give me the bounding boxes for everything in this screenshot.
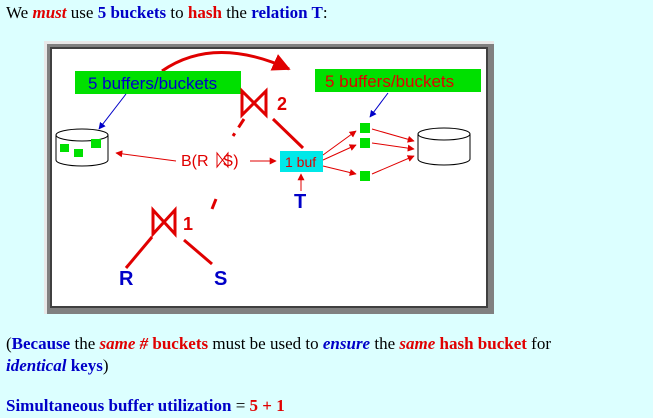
intermediate-join-icon [216, 151, 229, 169]
same-word: same [399, 334, 436, 353]
identical-word: identical [6, 356, 67, 375]
left-bucket-3 [91, 139, 101, 148]
join-1-icon [151, 206, 177, 238]
intro-text-to: to [166, 3, 188, 22]
intro-must: must [32, 3, 67, 22]
because-paragraph: (Because the same # buckets must be used… [6, 333, 551, 377]
hash-bucket-word: hash bucket [435, 334, 527, 353]
curved-arrow [161, 51, 291, 73]
right-buffers-label: 5 buffers/buckets [325, 72, 454, 91]
join-2-icon [240, 87, 268, 119]
relation-r-label: R [119, 268, 134, 290]
because-line-1: (Because the same # buckets must be used… [6, 334, 551, 353]
right-label-pointer [369, 92, 389, 118]
left-bucket-2 [74, 149, 83, 157]
one-buf-box [280, 151, 323, 172]
because-line-2: identical keys) [6, 356, 109, 375]
intro-hash: hash [187, 3, 222, 22]
left-buffers-label-box [75, 71, 241, 94]
utilization-line: Simultaneous buffer utilization = 5 + 1 [6, 396, 285, 415]
left-bucket-1 [60, 144, 69, 152]
left-label-pointer [98, 93, 127, 130]
because-word: Because [11, 334, 71, 353]
left-buffers-label: 5 buffers/buckets [88, 74, 217, 93]
relation-t-label: T [294, 191, 306, 213]
buckets-word: buckets [148, 334, 209, 353]
same-number: same # [99, 334, 149, 353]
intro-text-use: use [66, 3, 98, 22]
right-bucket-1 [360, 123, 370, 133]
left-disk-icon [55, 128, 109, 167]
intro-line: We must use 5 buckets to hash the relati… [6, 3, 328, 23]
right-bucket-3 [360, 171, 370, 181]
hash-join-diagram: 5 buffers/buckets 5 buffers/buckets 1 bu… [44, 41, 494, 314]
join-1-number: 1 [183, 214, 193, 234]
utilization-value: 5 + 1 [249, 396, 285, 415]
right-buffers-label-box [315, 69, 481, 92]
join-2-number: 2 [277, 94, 287, 114]
right-bucket-2 [360, 138, 370, 148]
intro-relation-t: relation T [251, 3, 323, 22]
intro-five-buckets: 5 buckets [97, 3, 167, 22]
right-disk-icon [417, 127, 471, 166]
intro-colon: : [322, 3, 328, 22]
utilization-label: Simultaneous buffer utilization [6, 396, 232, 415]
intro-text-the: the [221, 3, 252, 22]
one-buf-label: 1 buf [285, 154, 316, 170]
intro-text-we: We [6, 3, 33, 22]
relation-s-label: S [214, 268, 227, 290]
keys-word: keys [66, 356, 103, 375]
ensure-word: ensure [322, 334, 371, 353]
